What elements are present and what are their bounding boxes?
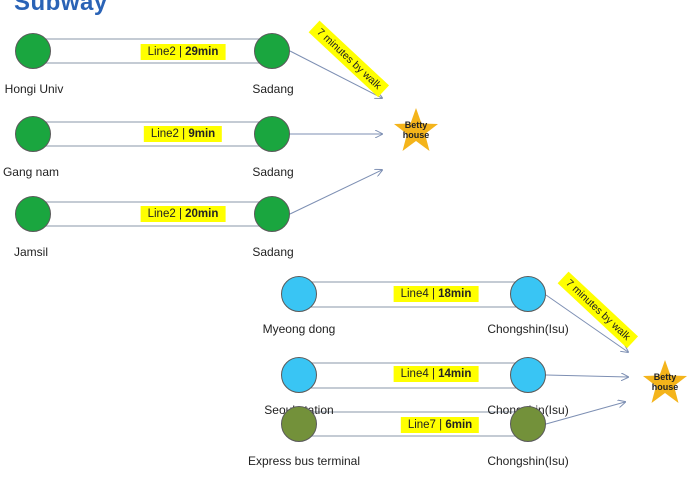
track-seoul-station-chongshin [299,362,528,389]
star-icon [394,108,438,151]
line-badge: Line4 | 14min [393,366,479,382]
walk-arrow [545,402,625,425]
page-title: Subway [14,0,108,16]
line-badge: Line2 | 29min [140,44,226,60]
station-label-to: Chongshin(Isu) [487,322,569,336]
line-badge: Line2 | 9min [143,126,223,142]
line-badge: Line4 | 18min [393,286,479,302]
station-chongshin [510,357,546,393]
station-sadang [254,196,290,232]
station-express-bus-terminal [281,406,317,442]
station-label-to: Chongshin(Isu) [487,454,569,468]
track-express-bus-terminal-chongshin [299,411,528,437]
station-sadang [254,33,290,69]
track-gang-nam-sadang [33,121,272,147]
station-label-to: Sadang [252,165,294,179]
walk-arrow [289,170,382,215]
station-jamsil [15,196,51,232]
station-label-from: Myeong dong [262,322,336,336]
station-label-from: Gang nam [2,165,60,179]
station-myeong-dong [281,276,317,312]
line-badge: Line7 | 6min [400,417,480,433]
track-myeong-dong-chongshin [299,281,528,308]
walk-arrow [545,375,628,377]
station-hongi-univ [15,33,51,69]
walk-arrow [545,294,628,352]
station-seoul-station [281,357,317,393]
station-label-from: Jamsil [13,245,49,259]
star-icon [643,360,687,403]
station-label-to: Sadang [252,245,294,259]
station-label-from: Hongi Univ [4,82,64,96]
station-label-from: Express bus terminal [247,454,361,468]
track-jamsil-sadang [33,201,272,227]
station-chongshin [510,276,546,312]
station-chongshin [510,406,546,442]
station-sadang [254,116,290,152]
walk-arrow [289,50,382,98]
line-badge: Line2 | 20min [140,206,226,222]
station-label-to: Sadang [252,82,294,96]
track-hongi-univ-sadang [33,38,272,64]
station-gang-nam [15,116,51,152]
